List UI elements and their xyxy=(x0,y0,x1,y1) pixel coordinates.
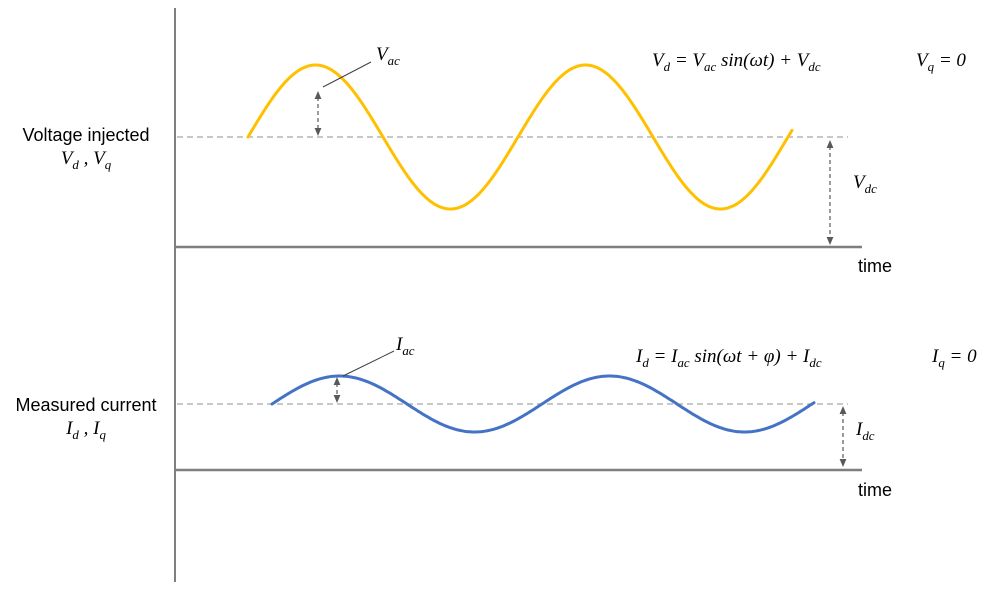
voltage-axis-label: Voltage injected Vd , Vq xyxy=(0,123,172,171)
iac-arrowhead-down-icon xyxy=(333,395,341,403)
iac-amplitude-label: Iac xyxy=(396,334,415,358)
vdc-arrowhead-up-icon xyxy=(826,140,834,148)
vac-pointer-line xyxy=(322,61,372,88)
current-equation: Id = Iac sin(ωt + φ) + Idc xyxy=(636,346,822,370)
vac-amplitude-label: Vac xyxy=(376,44,400,68)
current-axis-label-line2: Id , Iq xyxy=(66,418,106,442)
voltage-axis-label-line1: Voltage injected xyxy=(22,125,150,145)
idc-arrowhead-up-icon xyxy=(839,406,847,414)
voltage-sine-waveform xyxy=(246,63,794,211)
current-axis-label: Measured current Id , Iq xyxy=(0,393,172,441)
current-time-axis-label: time xyxy=(858,480,893,500)
iac-arrowhead-up-icon xyxy=(333,377,341,385)
voltage-axis-label-line2: Vd , Vq xyxy=(60,148,112,172)
current-sine-waveform xyxy=(270,374,816,434)
vdc-offset-label: Vdc xyxy=(853,172,877,196)
voltage-equation: Vd = Vac sin(ωt) + Vdc xyxy=(652,50,821,74)
vac-arrowhead-down-icon xyxy=(314,128,322,136)
idc-arrowhead-down-icon xyxy=(839,459,847,467)
idc-offset-label: Idc xyxy=(856,419,875,443)
voltage-time-axis-label: time xyxy=(858,256,893,276)
current-axis-label-line1: Measured current xyxy=(15,395,157,415)
voltage-q-equation: Vq = 0 xyxy=(916,50,966,74)
current-q-equation: Iq = 0 xyxy=(932,346,977,370)
iac-pointer-line xyxy=(342,350,395,377)
vdc-arrowhead-down-icon xyxy=(826,237,834,245)
vac-arrowhead-up-icon xyxy=(314,91,322,99)
